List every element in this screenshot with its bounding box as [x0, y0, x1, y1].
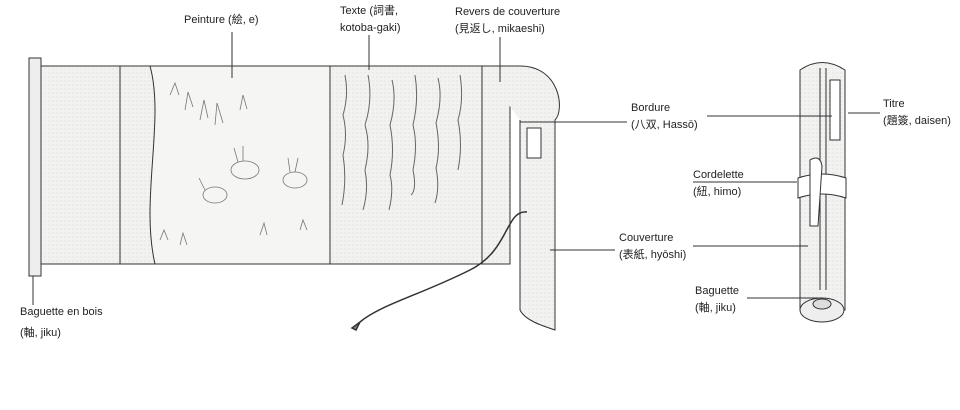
title-slip [526, 127, 542, 159]
painting-illustration [159, 81, 308, 246]
label-cover: Couverture(表紙, hyōshi) [619, 232, 687, 261]
leader-lines [32, 32, 880, 305]
label-text: Texte (詞書,kotoba-gaki) [340, 5, 401, 34]
wooden-rod [28, 57, 42, 277]
label-painting: Peinture (絵, e) [184, 14, 259, 26]
cord [350, 211, 528, 332]
label-rod: Baguette(軸, jiku) [695, 285, 740, 314]
painting-area [149, 65, 331, 265]
title-slip [829, 79, 841, 141]
unrolled-scroll [28, 57, 560, 331]
rolled-scroll [797, 62, 847, 323]
calligraphy-text [341, 74, 463, 211]
label-wooden-rod: Baguette en bois(軸, jiku) [20, 306, 103, 339]
label-cover-back: Revers de couverture(見返し, mikaeshi) [455, 6, 561, 35]
label-title: Titre(題簽, daisen) [883, 98, 951, 127]
label-border: Bordure(八双, Hassō) [631, 102, 698, 131]
label-cord: Cordelette(紐, himo) [693, 169, 744, 198]
